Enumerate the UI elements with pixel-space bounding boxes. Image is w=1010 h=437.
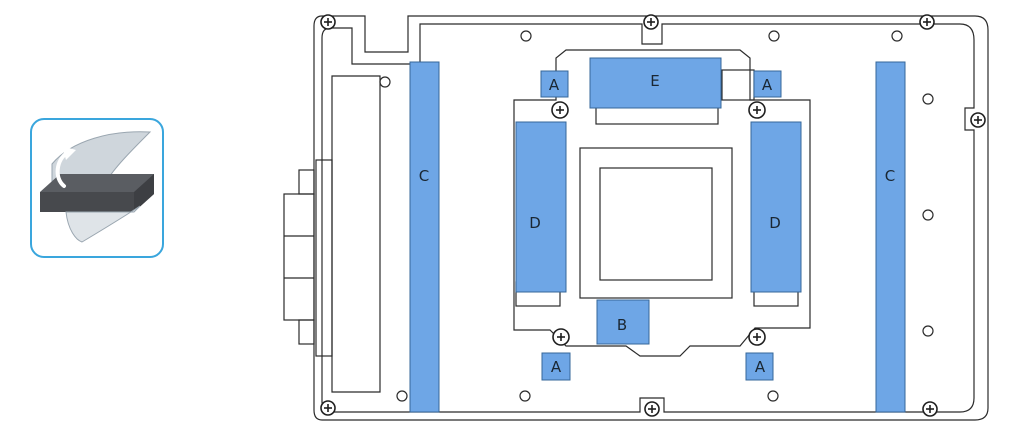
pad-a-bottom-left [541,352,571,381]
board-outline [313,15,989,421]
pad-a-top-right [753,70,782,98]
pad-label-c-left: C [419,167,429,185]
pad-label-a-bottom-left: A [551,358,562,376]
pad-label-d-left: D [529,214,541,232]
pad-label-e: E [650,72,659,90]
pad-label-a-top-left: A [549,76,560,94]
pad-d-left [515,121,567,293]
peel-instruction-icon-frame [30,118,164,258]
pad-c-right [875,61,906,413]
pad-label-a-top-right: A [762,76,773,94]
pad-label-a-bottom-right: A [755,358,766,376]
pad-a-top-left [540,70,569,98]
screw-icon [320,14,986,417]
pad-b [596,299,650,345]
pad-d-right [750,121,802,293]
pad-label-b: B [617,316,627,334]
pad-e [589,57,722,109]
pad-c-left [409,61,440,413]
pad-label-d-right: D [769,214,781,232]
pad-label-c-right: C [885,167,895,185]
peel-film-icon [40,131,154,243]
pad-a-bottom-right [745,352,774,381]
